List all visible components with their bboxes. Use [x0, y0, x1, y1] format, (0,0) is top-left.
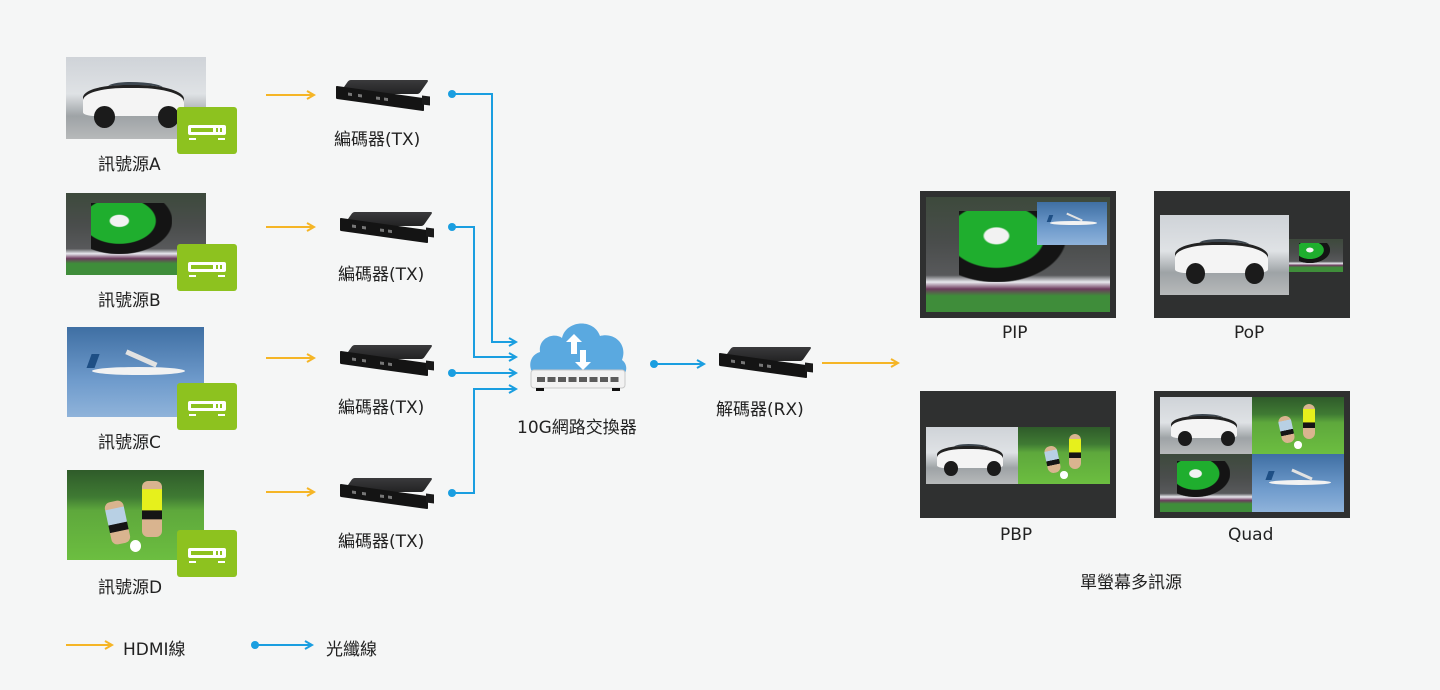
side-view-motorcycle [1289, 239, 1343, 272]
encoder-label: 編碼器(TX) [338, 398, 425, 418]
source-label: 訊號源B [98, 291, 161, 311]
encoder-device-icon [340, 345, 434, 377]
legend-hdmi-label: HDMI線 [123, 640, 186, 660]
quad-view-airplane [1252, 454, 1344, 512]
fiber-line-d [448, 389, 516, 497]
main-view-car [1160, 215, 1289, 295]
source-label: 訊號源C [98, 433, 161, 453]
monitor-pop [1154, 191, 1350, 318]
right-view-soccer [1018, 427, 1110, 484]
layout-label: PIP [1002, 323, 1028, 343]
encoder-label: 編碼器(TX) [338, 265, 425, 285]
layout-label: PBP [1000, 525, 1033, 545]
quad-view-motorcycle [1160, 454, 1252, 512]
encoder-label: 編碼器(TX) [338, 532, 425, 552]
switch-label: 10G網路交換器 [517, 418, 637, 438]
layout-label: Quad [1228, 525, 1274, 545]
fiber-line-switch-to-decoder [650, 360, 704, 368]
legend-fiber-label: 光纖線 [326, 640, 377, 660]
cloud-network-switch-icon [530, 323, 627, 391]
source-label: 訊號源D [98, 578, 163, 598]
quad-view-soccer [1252, 397, 1344, 454]
source-image-car [66, 57, 206, 139]
fiber-line-c [448, 369, 516, 377]
source-device-icon [177, 383, 237, 430]
monitor-pip [920, 191, 1116, 318]
quad-view-car [1160, 397, 1252, 454]
encoder-device-icon [340, 212, 434, 244]
output-title: 單螢幕多訊源 [1080, 573, 1182, 593]
layout-label: PoP [1234, 323, 1265, 343]
source-device-icon [177, 107, 237, 154]
source-label: 訊號源A [98, 155, 161, 175]
decoder-label: 解碼器(RX) [716, 400, 804, 420]
source-device-icon [177, 530, 237, 577]
encoder-device-icon [340, 478, 434, 510]
monitor-pbp [920, 391, 1116, 518]
encoder-device-icon [336, 80, 430, 112]
inset-view-airplane [1037, 202, 1107, 245]
left-view-car [926, 427, 1018, 484]
fiber-line-b [448, 223, 516, 357]
main-view-motorcycle [926, 197, 1110, 312]
fiber-line-a [448, 90, 516, 342]
encoder-label: 編碼器(TX) [334, 130, 421, 150]
monitor-quad [1154, 391, 1350, 518]
source-device-icon [177, 244, 237, 291]
legend-fiber-swatch [251, 641, 312, 649]
decoder-device-icon [719, 347, 813, 379]
